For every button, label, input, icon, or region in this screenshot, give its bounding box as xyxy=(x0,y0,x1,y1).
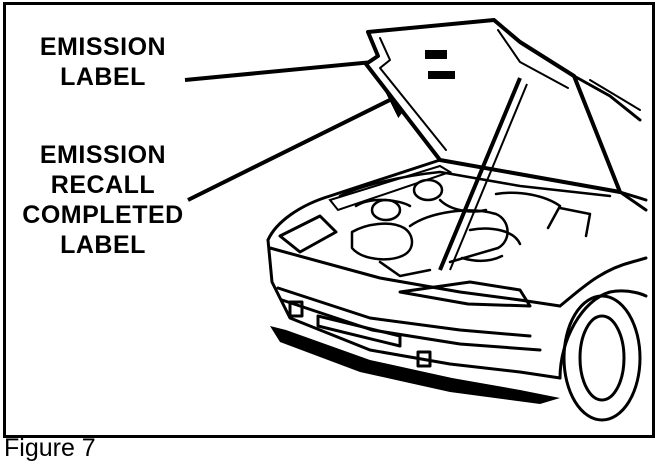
emission-label-callout: EMISSION LABEL xyxy=(28,32,178,92)
figure-caption: Figure 7 xyxy=(4,434,96,462)
car-body xyxy=(266,158,648,422)
radiator-panel xyxy=(328,164,453,212)
hood-panel xyxy=(364,18,642,194)
hood-prop-rod xyxy=(438,77,522,271)
arrow-icon xyxy=(187,82,426,202)
callout-line: LABEL xyxy=(60,63,146,91)
callout-line: EMISSION xyxy=(39,33,167,61)
emission-label-sticker xyxy=(425,50,447,59)
callout-line: COMPLETED xyxy=(22,201,184,229)
ground-shadow xyxy=(270,326,560,404)
engine-bay xyxy=(338,170,612,278)
callout-line: LABEL xyxy=(60,231,146,259)
hood-prop-rod xyxy=(449,83,528,271)
callout-line: EMISSION xyxy=(39,141,167,169)
recall-label-callout: EMISSION RECALL COMPLETED LABEL xyxy=(18,140,188,260)
callout-line: RECALL xyxy=(50,171,156,199)
recall-label-sticker xyxy=(428,71,455,79)
